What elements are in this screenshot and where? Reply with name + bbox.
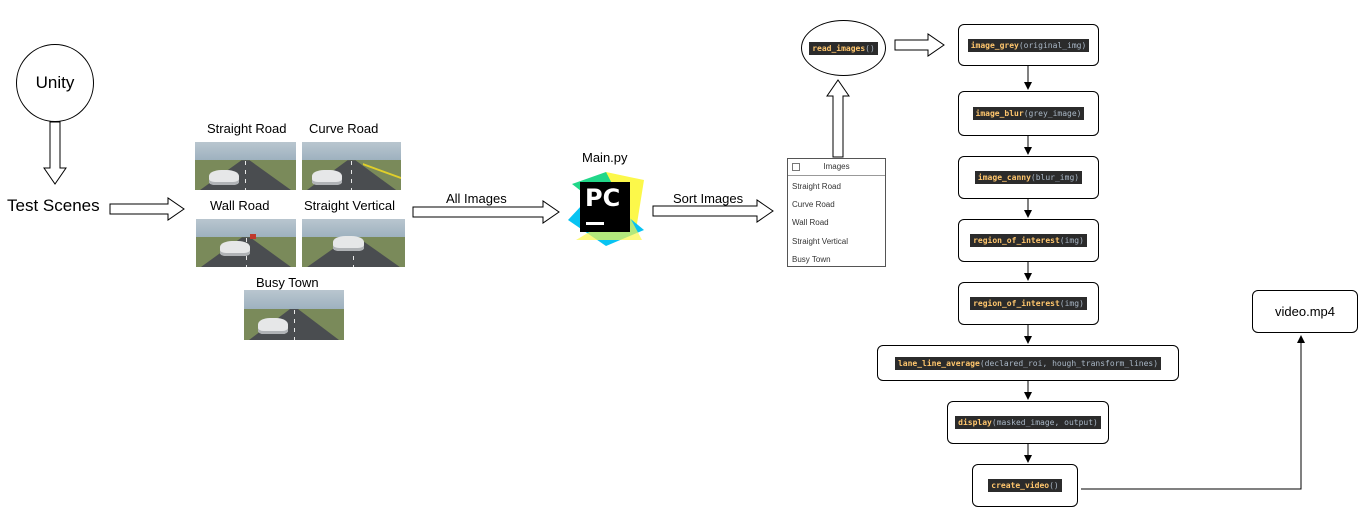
pipeline-args: (masked_image, output) [991,418,1098,427]
pipeline-fn: image_grey [970,40,1019,50]
arrow-read-to-grey [894,33,945,57]
scene-label-busy-town: Busy Town [256,275,319,290]
pipeline-args: (img) [1059,299,1084,308]
arrow-sort-images [652,199,774,223]
images-window: Images Straight Road Curve Road Wall Roa… [787,158,886,267]
images-list-item[interactable]: Curve Road [792,200,835,209]
pipeline-fn: region_of_interest [973,299,1060,308]
pipeline-args: (grey_image) [1023,109,1082,118]
pipeline-step-image-grey: image_grey(original_img) [958,24,1099,66]
window-checkbox-icon[interactable] [792,163,800,171]
images-list-item[interactable]: Wall Road [792,218,829,227]
scene-thumb-straight-vertical [302,219,405,267]
main-py-label: Main.py [582,150,628,165]
arrow-images-to-read [826,79,850,158]
pycharm-logo-icon: PC [566,170,646,248]
pipeline-step-display: display(masked_image, output) [947,401,1109,444]
read-images-fn: read_images [812,43,866,53]
scene-label-straight-road: Straight Road [207,121,287,136]
pipeline-fn: display [958,418,992,427]
pipeline-fn: region_of_interest [973,236,1060,245]
arrow-test-scenes-to-scenes [109,197,185,221]
scene-label-straight-vertical: Straight Vertical [304,198,396,213]
arrow-unity-to-test-scenes [43,121,67,185]
pipeline-step-image-blur: image_blur(grey_image) [958,91,1099,136]
pycharm-logo-text: PC [585,184,621,212]
edge-create-video-to-mp4 [1081,335,1305,490]
video-output-label: video.mp4 [1275,304,1335,319]
read-images-args: () [865,43,875,53]
images-list-item[interactable]: Busy Town [792,255,831,264]
images-window-title: Images [823,162,850,171]
edge-label-all-images: All Images [446,191,507,206]
pipeline-step-image-canny: image_canny(blur_img) [958,156,1099,199]
pipeline-args: (original_img) [1018,40,1087,50]
pipeline-args: () [1049,481,1059,490]
pipeline-step-lane-line-average: lane_line_average(declared_roi, hough_tr… [877,345,1179,381]
video-output-node: video.mp4 [1252,290,1358,333]
pipeline-fn: lane_line_average [897,358,980,368]
scene-label-curve-road: Curve Road [309,121,379,136]
images-list-item[interactable]: Straight Road [792,182,841,191]
test-scenes-label: Test Scenes [7,196,100,215]
arrow-all-images [412,200,560,224]
read-images-code: read_images() [809,41,878,55]
scene-thumb-straight-road [195,142,296,190]
images-list-item[interactable]: Straight Vertical [792,237,849,246]
pipeline-fn: image_canny [977,173,1031,182]
pipeline-step-region-of-interest-2: region_of_interest(img) [958,282,1099,325]
pipeline-args: (img) [1059,236,1084,245]
pipeline-fn: image_blur [975,109,1024,118]
pipeline-fn: create_video [991,481,1050,490]
read-images-node: read_images() [801,20,886,76]
images-window-header: Images [788,159,885,176]
pipeline-step-create-video: create_video() [972,464,1078,507]
scene-thumb-busy-town [244,290,344,340]
scene-label-wall-road: Wall Road [210,198,270,213]
pipeline-args: (blur_img) [1030,173,1080,182]
pipeline-args: (declared_roi, hough_transform_lines) [979,358,1159,368]
edge-label-sort-images: Sort Images [673,191,744,206]
scene-thumb-wall-road [196,219,296,267]
unity-node: Unity [16,44,94,122]
unity-label: Unity [35,73,75,92]
pipeline-step-region-of-interest-1: region_of_interest(img) [958,219,1099,262]
scene-thumb-curve-road [302,142,401,190]
